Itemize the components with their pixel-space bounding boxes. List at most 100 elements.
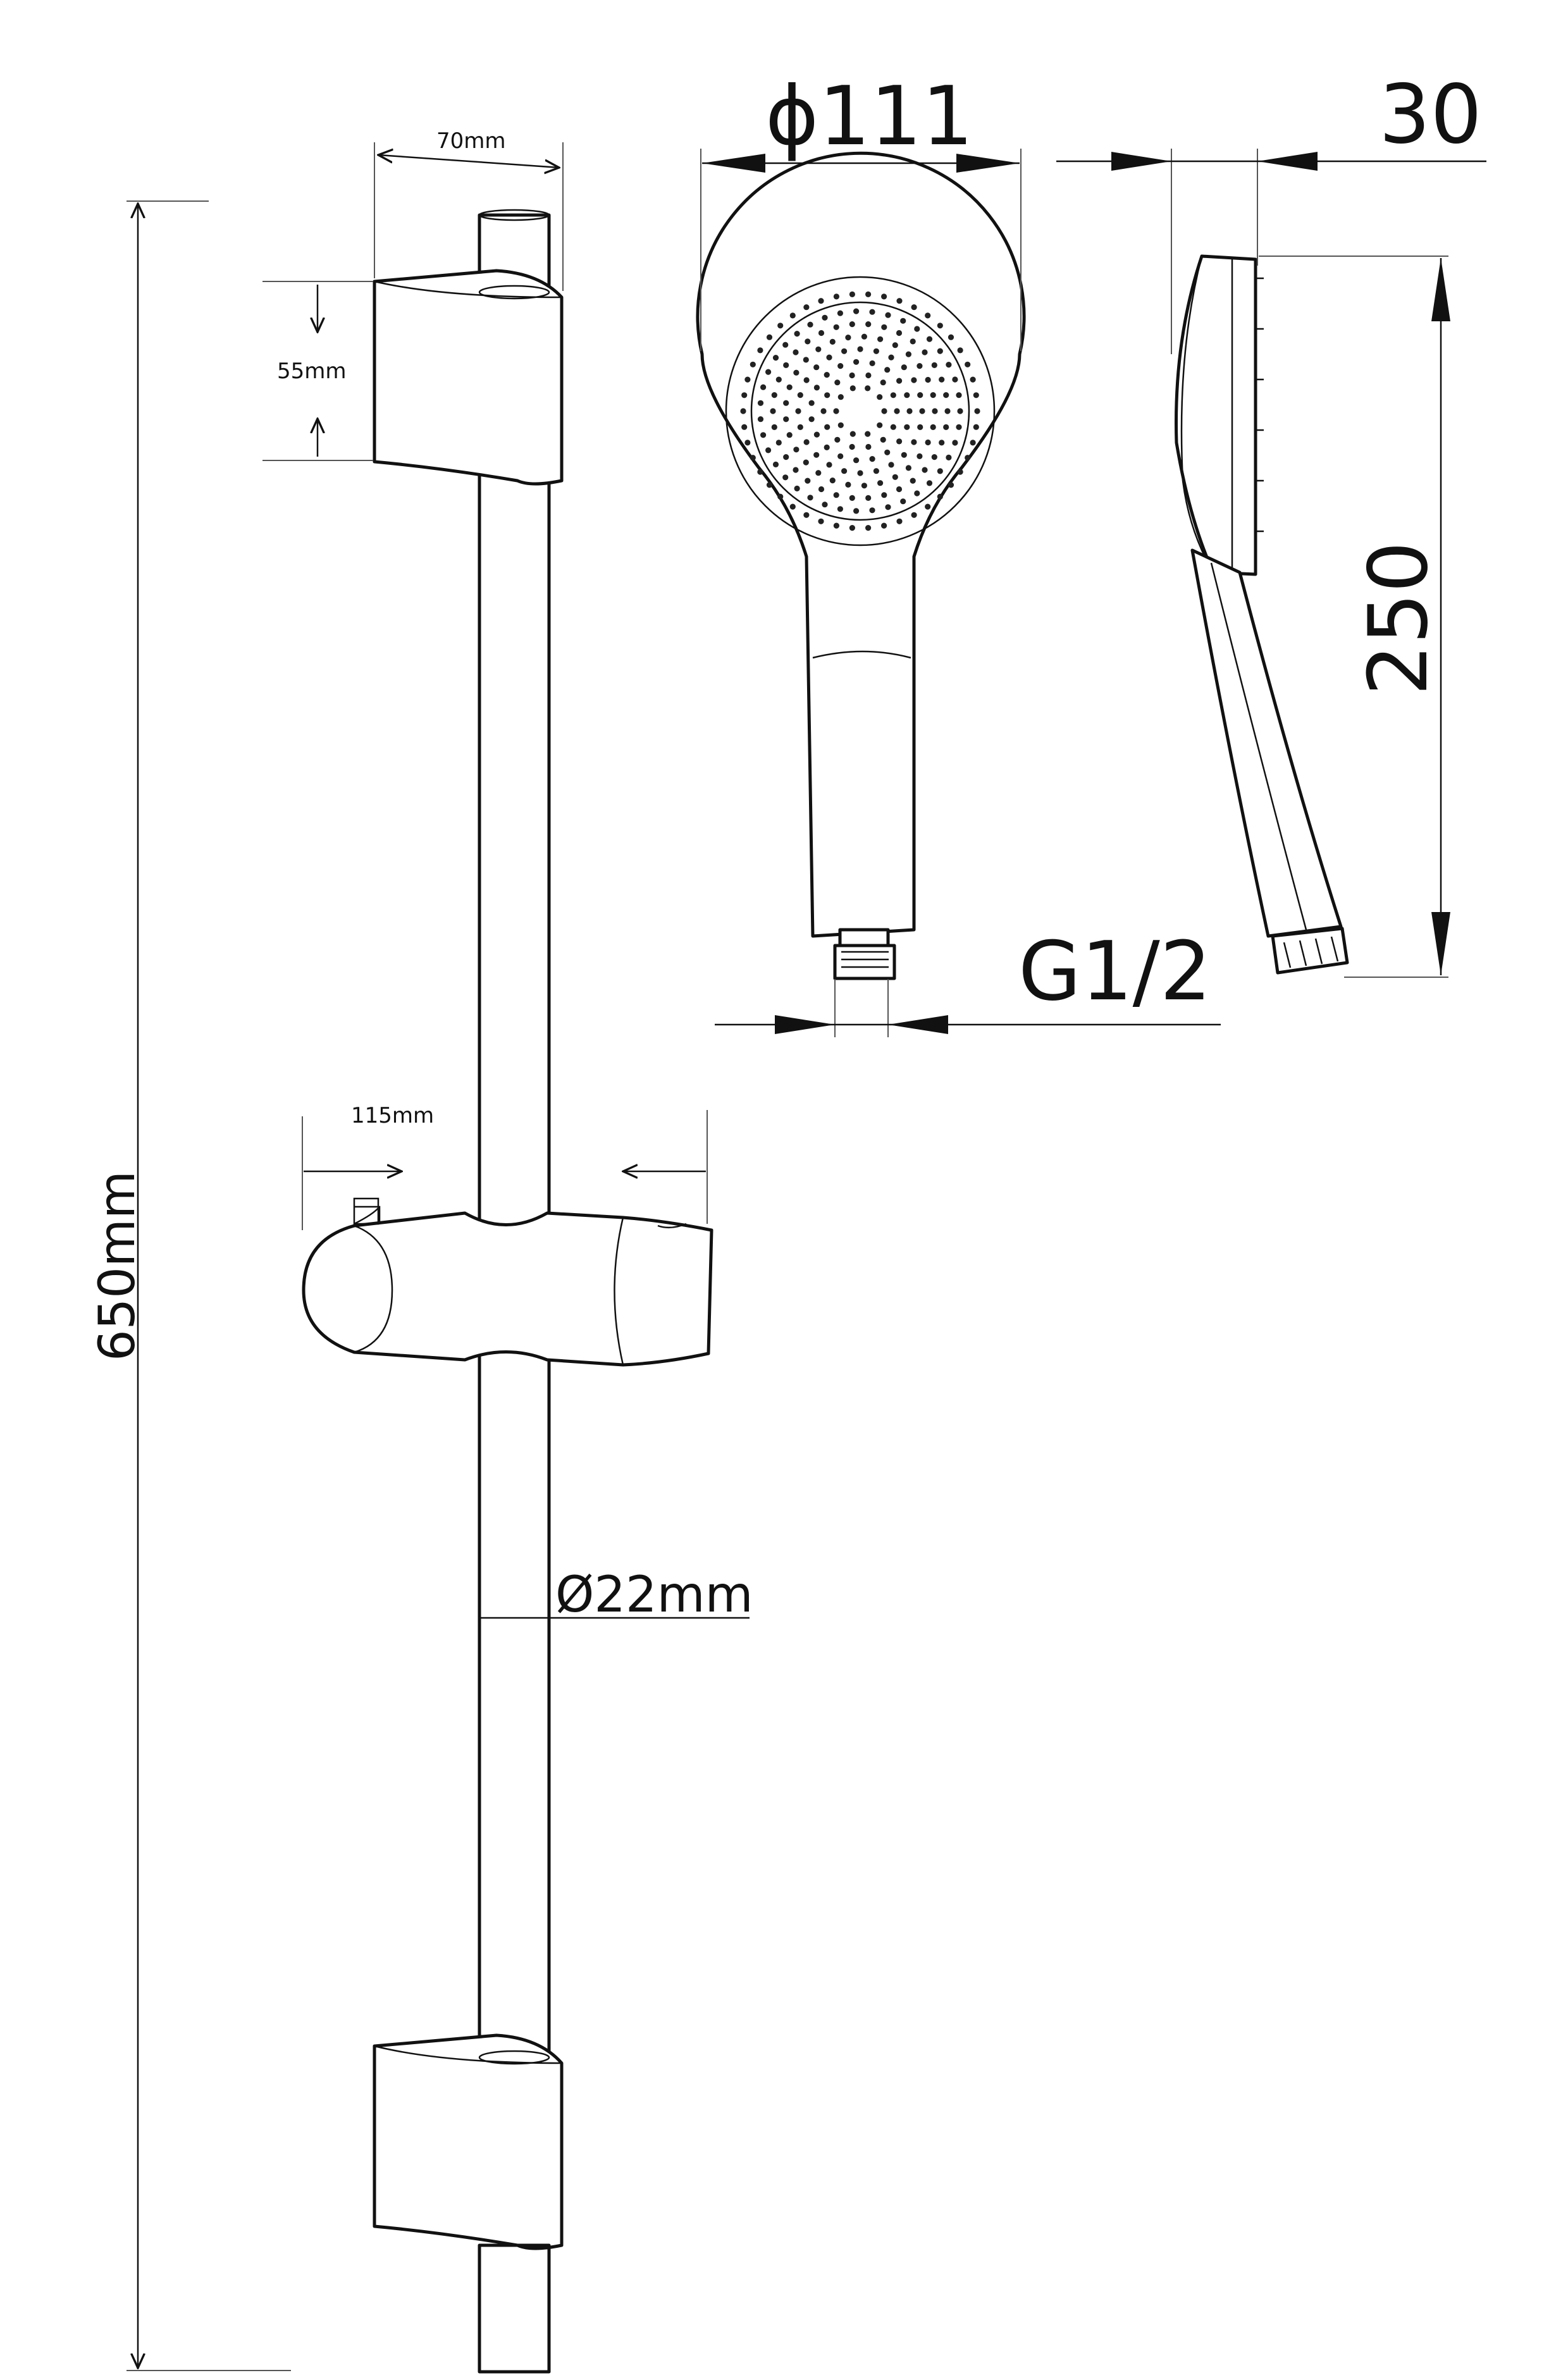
- spray-nozzle: [826, 462, 832, 468]
- spray-nozzle: [917, 453, 923, 460]
- spray-nozzle: [900, 498, 906, 505]
- spray-nozzle: [917, 392, 923, 398]
- spray-nozzle: [750, 455, 756, 461]
- handset-side-view: [1175, 254, 1349, 975]
- dimension-head-diameter: ϕ111: [700, 70, 1022, 351]
- spray-nozzle: [795, 408, 801, 414]
- spray-nozzle: [904, 424, 910, 430]
- spray-nozzle: [808, 400, 815, 406]
- spray-nozzle: [865, 525, 872, 531]
- spray-nozzle: [943, 392, 949, 398]
- spray-nozzle: [837, 506, 843, 512]
- spray-nozzle: [869, 360, 875, 367]
- spray-nozzle: [766, 482, 773, 488]
- spray-nozzle: [905, 465, 911, 471]
- slide-rail: [478, 209, 551, 2217]
- spray-nozzle: [926, 480, 933, 486]
- spray-nozzle: [952, 376, 958, 383]
- spray-nozzle: [853, 508, 860, 514]
- spray-nozzle: [829, 338, 836, 345]
- spray-nozzle: [939, 376, 945, 383]
- spray-nozzle: [885, 312, 891, 318]
- spray-nozzle: [786, 384, 793, 390]
- spray-nozzle: [894, 408, 900, 414]
- spray-nozzle: [815, 346, 822, 352]
- spray-nozzle: [829, 478, 836, 484]
- spray-nozzle: [905, 351, 911, 357]
- spray-nozzle: [946, 454, 952, 461]
- spray-nozzle: [865, 495, 872, 502]
- spray-nozzle: [884, 449, 891, 455]
- spray-nozzle: [822, 502, 828, 508]
- spray-nozzles: [740, 291, 980, 531]
- head-diameter-label: ϕ111: [765, 70, 973, 164]
- spray-nozzle: [833, 522, 839, 529]
- spray-nozzle: [744, 376, 751, 383]
- spray-nozzle: [925, 376, 931, 383]
- spray-nozzle: [741, 424, 748, 430]
- spray-nozzle: [944, 408, 951, 414]
- spray-nozzle: [869, 456, 875, 462]
- spray-nozzle: [970, 376, 976, 383]
- spray-nozzle: [793, 349, 799, 355]
- spray-nozzle: [849, 495, 855, 502]
- spray-nozzle: [805, 478, 811, 484]
- spray-nozzle: [865, 385, 871, 392]
- rail-bottom-end: [478, 2243, 551, 2374]
- spray-nozzle: [833, 324, 839, 330]
- spray-nozzle: [957, 347, 963, 354]
- handset-length-label: 250: [1352, 541, 1446, 696]
- spray-nozzle: [956, 424, 962, 430]
- spray-nozzle: [807, 495, 813, 501]
- spray-nozzle: [930, 392, 936, 398]
- spray-nozzle: [906, 408, 913, 414]
- spray-nozzle: [849, 372, 855, 379]
- spray-nozzle: [849, 525, 855, 531]
- spray-nozzle: [939, 440, 945, 446]
- sliding-holder: [302, 1197, 713, 1367]
- bracket-height-label: 55mm: [277, 359, 347, 384]
- spray-nozzle: [813, 431, 820, 438]
- spray-nozzle: [794, 331, 800, 337]
- bracket-width-label: 70mm: [436, 128, 506, 154]
- spray-nozzle: [919, 408, 925, 414]
- spray-nozzle: [765, 447, 772, 453]
- dimension-handset-length: 250: [1259, 256, 1450, 978]
- bottom-wall-bracket: [373, 2033, 564, 2374]
- spray-nozzle: [853, 308, 860, 314]
- connector-collar: [838, 928, 890, 947]
- spray-nozzle: [925, 312, 931, 319]
- spray-nozzle: [833, 408, 839, 414]
- spray-nozzle: [896, 298, 903, 304]
- rail-top-cap: [478, 209, 550, 221]
- spray-nozzle: [943, 424, 949, 431]
- spray-nozzle: [841, 348, 848, 354]
- spray-nozzle: [777, 493, 784, 500]
- spray-nozzle: [881, 522, 887, 529]
- spray-nozzle: [930, 424, 936, 431]
- dimension-thread: G1/2: [715, 925, 1221, 1037]
- spray-nozzle: [845, 335, 851, 341]
- dimension-holder-width: 115mm: [302, 1103, 708, 1230]
- spray-nozzle: [849, 291, 855, 297]
- spray-nozzle: [937, 468, 943, 474]
- spray-nozzle: [911, 377, 917, 383]
- spray-nozzle: [797, 392, 803, 398]
- spray-nozzle: [922, 349, 928, 355]
- spray-nozzle: [877, 422, 883, 428]
- spray-nozzle: [952, 440, 958, 446]
- spray-nozzle: [820, 408, 827, 414]
- spray-nozzle: [834, 436, 841, 443]
- spray-nozzle: [937, 493, 943, 500]
- spray-nozzle: [873, 468, 879, 474]
- spray-nozzle: [782, 342, 789, 348]
- spray-nozzle: [803, 512, 810, 518]
- head-thickness-label: 30: [1379, 68, 1482, 162]
- spray-nozzle: [881, 492, 887, 498]
- spray-nozzle: [777, 323, 784, 329]
- spray-nozzle: [837, 394, 844, 400]
- dimension-bracket-width: 70mm: [374, 128, 564, 291]
- spray-nozzle: [880, 379, 886, 386]
- spray-nozzle: [865, 372, 872, 379]
- spray-nozzle: [901, 364, 907, 371]
